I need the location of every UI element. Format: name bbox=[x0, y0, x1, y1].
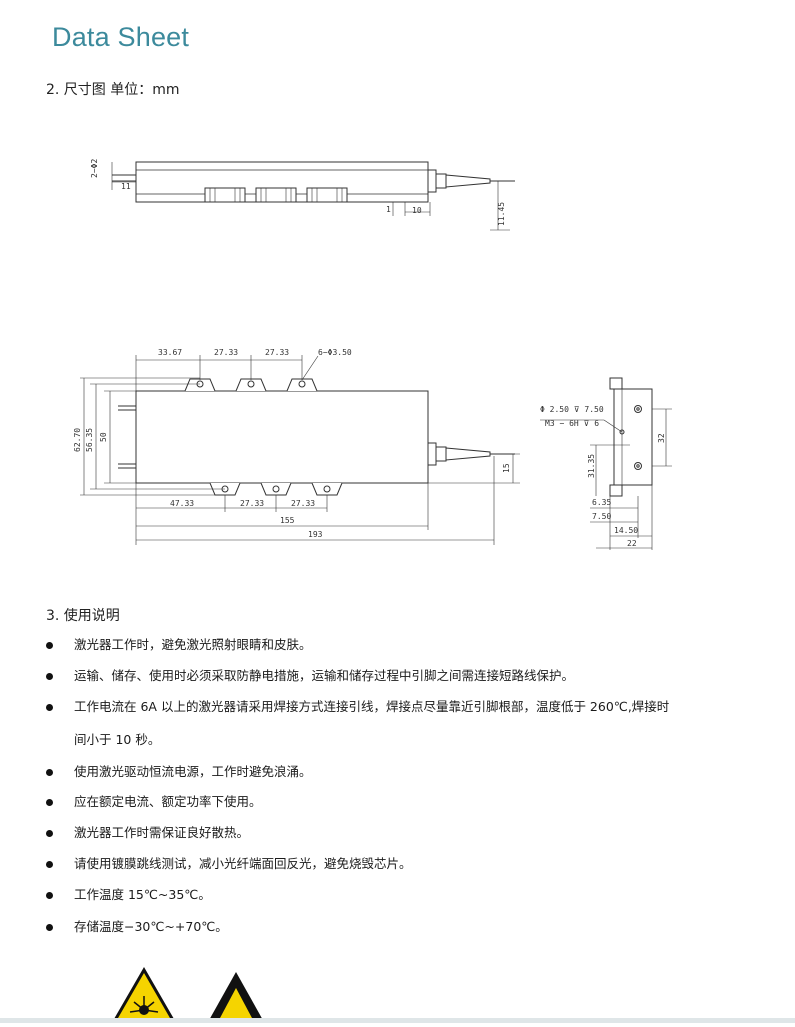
bullet-icon bbox=[46, 673, 53, 680]
bullet-icon bbox=[46, 704, 53, 711]
front-view-drawing bbox=[80, 355, 520, 545]
bullet-icon bbox=[46, 924, 53, 931]
dim-6-35: 6.35 bbox=[592, 498, 611, 507]
dim-27-33-top-b: 27.33 bbox=[265, 348, 289, 357]
side-view-drawing bbox=[540, 377, 672, 550]
dim-15: 15 bbox=[502, 463, 511, 473]
dim-47-33: 47.33 bbox=[170, 499, 194, 508]
dim-56-35: 56.35 bbox=[85, 428, 94, 452]
section-heading-dimensions: 2. 尺寸图 单位：mm bbox=[46, 82, 180, 98]
dim-33-67: 33.67 bbox=[158, 348, 182, 357]
dim-62-70: 62.70 bbox=[73, 428, 82, 452]
bullet-icon bbox=[46, 642, 53, 649]
laser-warning-icon bbox=[111, 966, 177, 1024]
dim-155: 155 bbox=[280, 516, 295, 525]
dim-11-45: 11.45 bbox=[497, 202, 506, 226]
dim-50: 50 bbox=[99, 432, 108, 442]
section-heading-usage: 3. 使用说明 bbox=[46, 608, 120, 624]
dim-27-33-bottom-a: 27.33 bbox=[240, 499, 264, 508]
top-view-drawing bbox=[111, 161, 515, 231]
dim-27-33-top-a: 27.33 bbox=[214, 348, 238, 357]
esd-warning-icon bbox=[208, 972, 264, 1022]
dim-pin-diameter: 2−Φ2 bbox=[90, 159, 99, 178]
footer-bar bbox=[0, 1018, 795, 1023]
dim-14-50: 14.50 bbox=[614, 526, 638, 535]
page-title: Data Sheet bbox=[52, 22, 190, 52]
bullet-icon bbox=[46, 861, 53, 868]
dim-hole-spec-2: M3 − 6H ⊽ 6 bbox=[545, 419, 599, 428]
dim-1: 1 bbox=[386, 205, 391, 214]
dim-193: 193 bbox=[308, 530, 323, 539]
dim-31-35: 31.35 bbox=[587, 454, 596, 478]
dim-10: 10 bbox=[412, 206, 422, 215]
dim-27-33-bottom-b: 27.33 bbox=[291, 499, 315, 508]
bullet-icon bbox=[46, 769, 53, 776]
dim-7-50: 7.50 bbox=[592, 512, 611, 521]
dim-32: 32 bbox=[657, 433, 666, 443]
bullet-icon bbox=[46, 892, 53, 899]
dim-11: 11 bbox=[121, 182, 131, 191]
dim-holes: 6−Φ3.50 bbox=[318, 348, 352, 357]
warning-symbols bbox=[0, 960, 795, 1024]
dim-22: 22 bbox=[627, 539, 637, 548]
dimension-drawing: 2−Φ2 11 1 10 11.45 33.67 27.33 27.33 6−Φ… bbox=[73, 159, 672, 550]
dim-hole-spec-1: Φ 2.50 ⊽ 7.50 bbox=[540, 405, 604, 414]
bullet-icon bbox=[46, 799, 53, 806]
bullet-icon bbox=[46, 830, 53, 837]
